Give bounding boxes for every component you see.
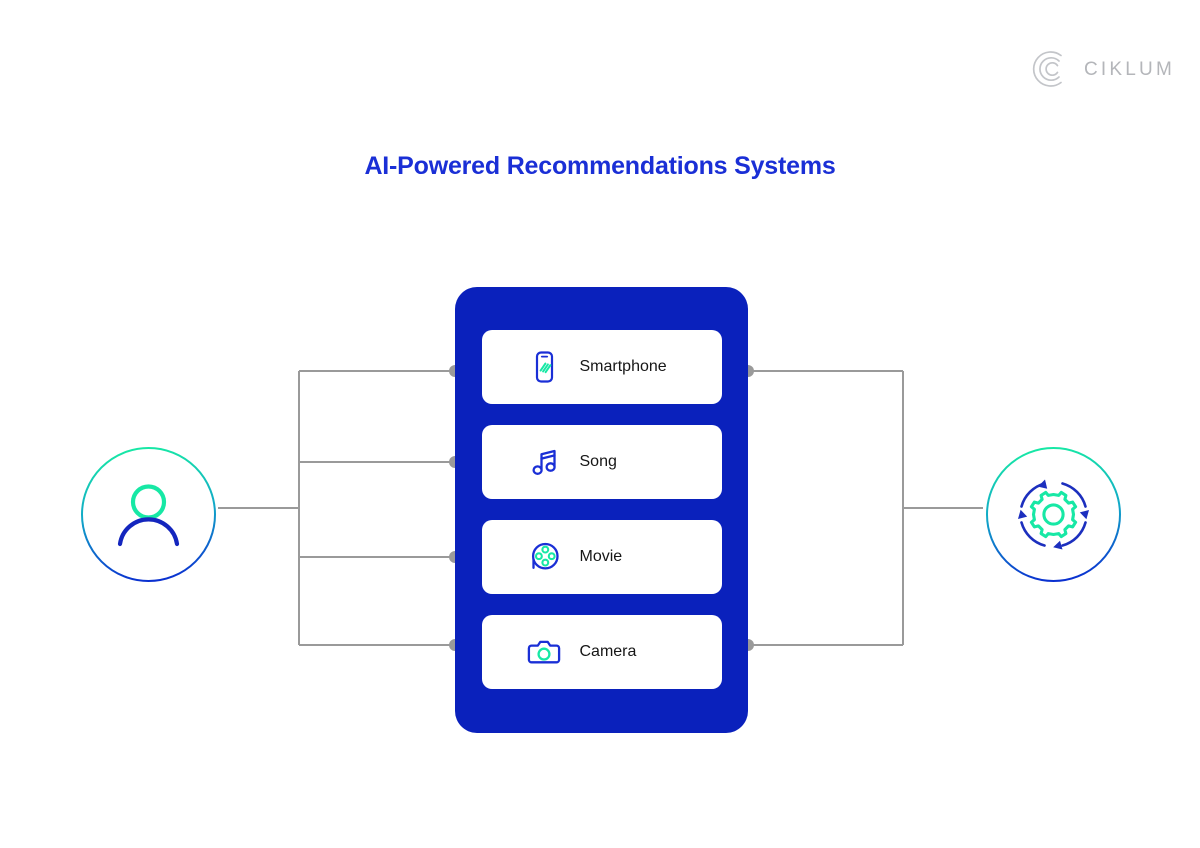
recommendation-engine-node[interactable] [985,446,1122,583]
page-title: AI-Powered Recommendations Systems [364,152,836,180]
music-note-icon [526,444,562,480]
catalog-item-label: Smartphone [579,358,667,375]
catalog-item-label: Movie [579,548,623,565]
catalog-item-smartphone[interactable]: Smartphone [481,330,722,404]
catalog-item-song[interactable]: Song [481,425,722,499]
brand-name: CIKLUM [1084,58,1175,80]
ciklum-c-mark-icon [1028,48,1070,90]
user-avatar-icon [117,484,180,547]
item-catalog-panel: Smartphone Song [455,287,748,733]
catalog-item-label: Camera [579,643,637,660]
catalog-item-movie[interactable]: Movie [481,520,722,594]
gear-cycle-icon [1018,479,1089,550]
smartphone-icon [526,349,562,385]
camera-icon [526,634,562,670]
user-node[interactable] [80,446,217,583]
catalog-item-label: Song [579,453,617,470]
brand-logo: CIKLUM [1028,48,1175,90]
catalog-item-camera[interactable]: Camera [481,615,722,689]
film-reel-icon [526,539,562,575]
